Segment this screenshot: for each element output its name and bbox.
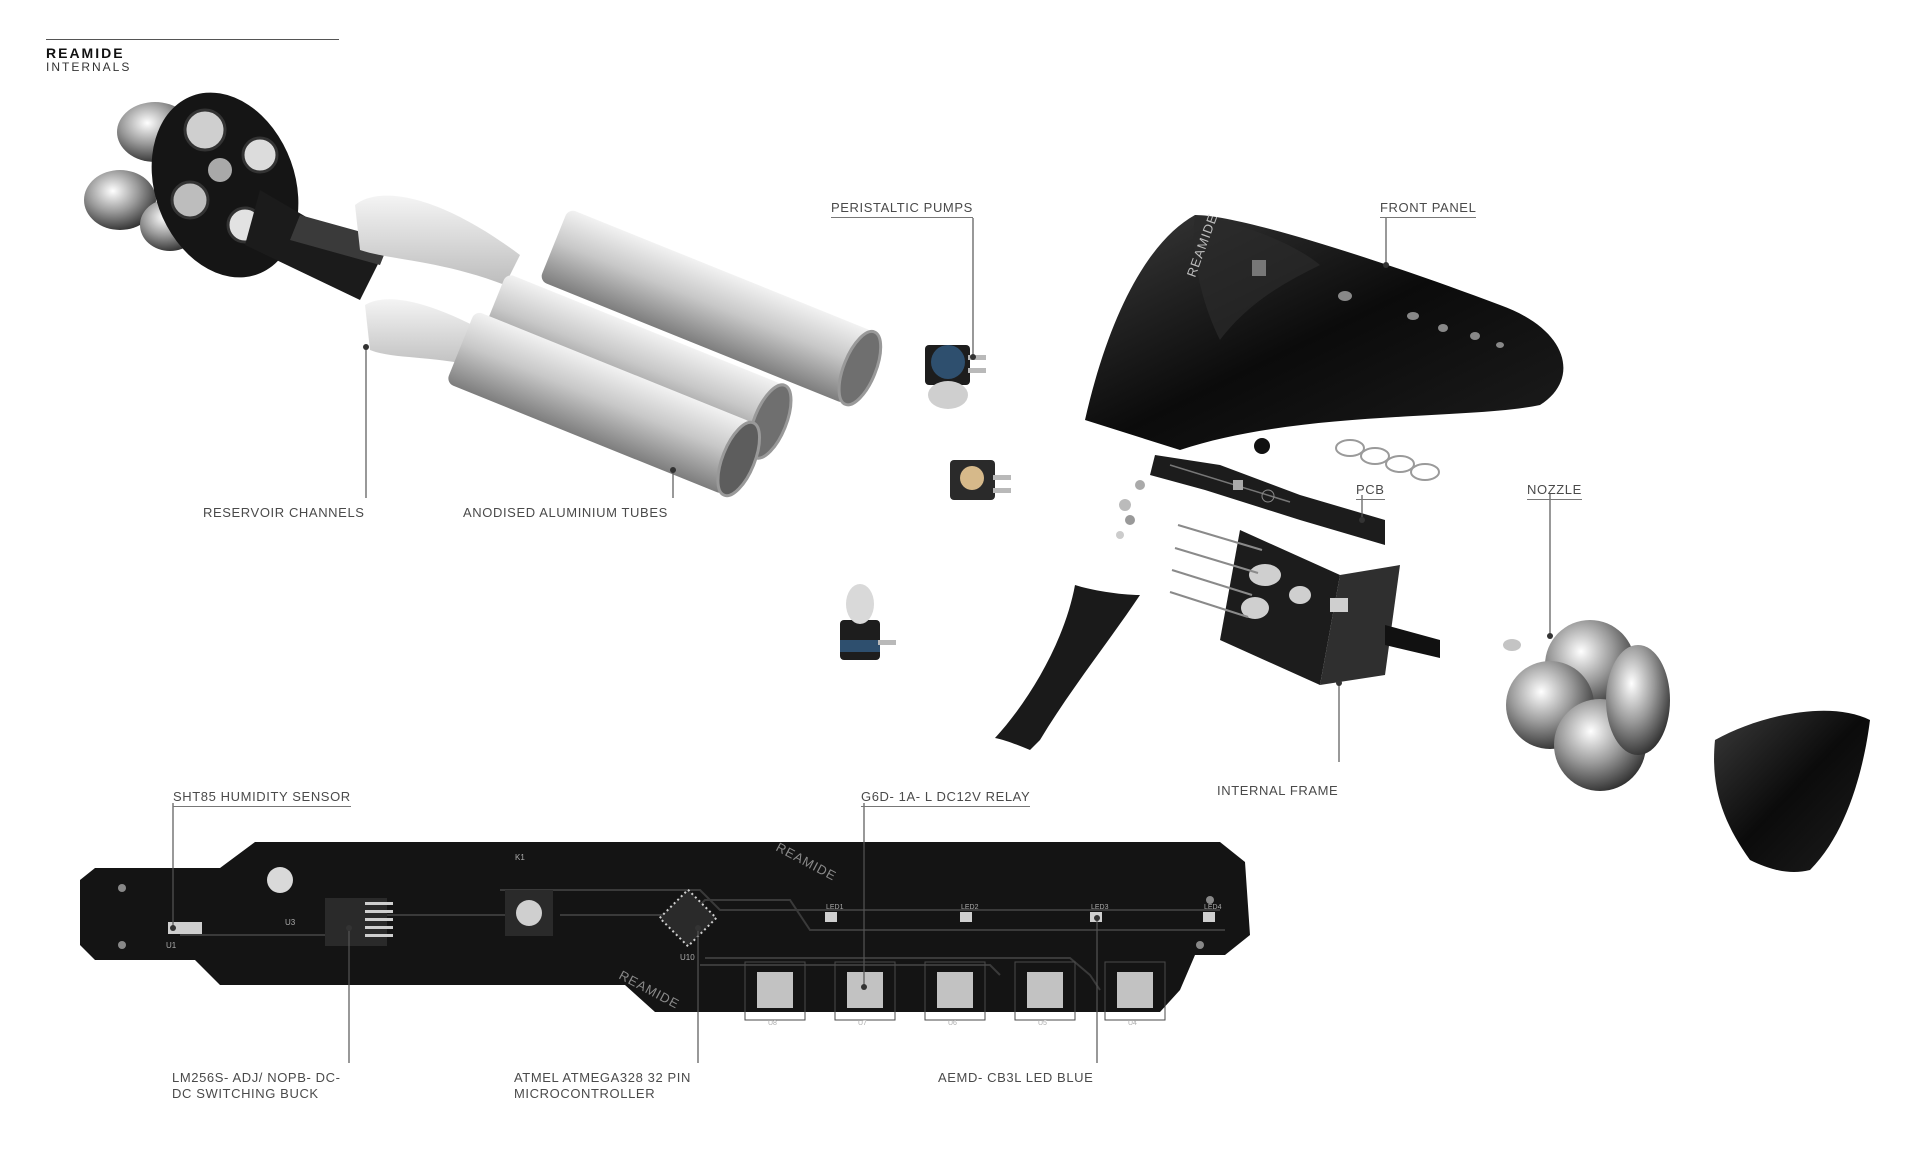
aluminium-tubes: [448, 210, 883, 498]
silk-led2: LED2: [961, 904, 979, 911]
silk-u5: U5: [1038, 1020, 1047, 1027]
internal-frame: [1169, 524, 1440, 685]
label-switching-buck: LM256S- ADJ/ NOPB- DC- DC SWITCHING BUCK: [172, 1070, 341, 1102]
pcb-stick: [1150, 455, 1385, 545]
reservoir-channel: [355, 195, 520, 285]
frame-shaft: [1385, 625, 1440, 658]
peristaltic-pump: [950, 460, 1011, 500]
frame-hole: [1289, 586, 1311, 604]
reservoir-bracket-rail: [290, 215, 390, 265]
silk-led1: LED1: [826, 904, 844, 911]
silk-u10: U10: [680, 953, 695, 962]
nozzle: [1503, 620, 1670, 791]
silk-u1: U1: [166, 941, 177, 950]
silk-u6: U6: [948, 1020, 957, 1027]
silk-led4: LED4: [1204, 904, 1222, 911]
frame-rod: [1174, 547, 1259, 574]
frame-hole: [1249, 564, 1281, 586]
label-microcontroller-line2: MICROCONTROLLER: [514, 1086, 656, 1101]
frame-rod: [1177, 524, 1263, 551]
tube: [448, 312, 751, 493]
frame-rod: [1171, 569, 1253, 596]
humidity-sensor-chip: [168, 922, 202, 934]
label-peristaltic-pumps: PERISTALTIC PUMPS: [831, 200, 973, 218]
label-anodised-aluminium-tubes: ANODISED ALUMINIUM TUBES: [463, 505, 668, 520]
microcontroller-chip: [658, 888, 718, 948]
silk-u8: U8: [768, 1020, 777, 1027]
peristaltic-pump: [925, 345, 986, 409]
switching-buck-chip: [325, 898, 387, 946]
label-led-blue: AEMD- CB3L LED BLUE: [938, 1070, 1094, 1085]
label-front-panel: FRONT PANEL: [1380, 200, 1477, 218]
led: LED2: [960, 904, 979, 922]
panel-hole: [1496, 342, 1504, 348]
leader-dots: [170, 262, 1553, 990]
relay: U6: [924, 961, 986, 1027]
brand-title: REAMIDE: [46, 45, 125, 61]
frame-rod: [1169, 591, 1249, 618]
support-leg: [995, 585, 1140, 750]
end-cap: [1714, 710, 1870, 872]
label-sht85-humidity-sensor: SHT85 HUMIDITY SENSOR: [173, 789, 351, 807]
tube: [541, 210, 873, 402]
panel-clip: [1254, 438, 1270, 454]
front-panel: REAMIDE: [1085, 212, 1564, 454]
disc-hole: [183, 108, 227, 152]
relay: U5: [1014, 961, 1076, 1027]
label-microcontroller-line1: ATMEL ATMEGA328 32 PIN: [514, 1070, 691, 1085]
panel-hole: [1438, 324, 1448, 332]
silk-u7: U7: [858, 1020, 867, 1027]
frame-hole: [1330, 598, 1348, 612]
fasteners: [1116, 480, 1145, 539]
leader-lines: [172, 218, 1551, 1063]
disc-center: [208, 158, 232, 182]
label-switching-buck-line1: LM256S- ADJ/ NOPB- DC-: [172, 1070, 341, 1085]
main-pcb: U1 U3 K1 U10 REAMIDE REAMIDE LED1 LED2 L…: [80, 839, 1250, 1027]
silk-k1: K1: [515, 853, 525, 862]
led: LED1: [825, 904, 844, 922]
relay: U8: [744, 961, 806, 1027]
label-pcb: PCB: [1356, 482, 1385, 500]
disc-hole: [170, 180, 210, 220]
led: LED4: [1203, 904, 1222, 922]
pcb-logo-mark: [267, 867, 293, 893]
silk-led3: LED3: [1091, 904, 1109, 911]
disc-hole: [241, 136, 279, 174]
page-subtitle: INTERNALS: [46, 60, 132, 74]
label-nozzle: NOZZLE: [1527, 482, 1582, 500]
panel-hole: [1470, 332, 1480, 340]
silk-u3: U3: [285, 918, 296, 927]
label-switching-buck-line2: DC SWITCHING BUCK: [172, 1086, 319, 1101]
peristaltic-pump: [840, 584, 896, 660]
o-rings: [1335, 439, 1440, 481]
label-microcontroller: ATMEL ATMEGA328 32 PIN MICROCONTROLLER: [514, 1070, 691, 1102]
label-g6d-relay: G6D- 1A- L DC12V RELAY: [861, 789, 1031, 807]
silk-u4: U4: [1128, 1020, 1137, 1027]
frame-hole: [1241, 597, 1269, 619]
panel-hole: [1407, 312, 1419, 320]
label-internal-frame: INTERNAL FRAME: [1217, 783, 1339, 798]
relay: U7: [834, 961, 896, 1027]
reservoir-assembly: [84, 92, 520, 370]
label-reservoir-channels: RESERVOIR CHANNELS: [203, 505, 365, 520]
panel-hole: [1338, 291, 1352, 301]
panel-port: [1252, 260, 1266, 276]
relay: U4: [1104, 961, 1166, 1027]
header-rule: [46, 39, 339, 40]
